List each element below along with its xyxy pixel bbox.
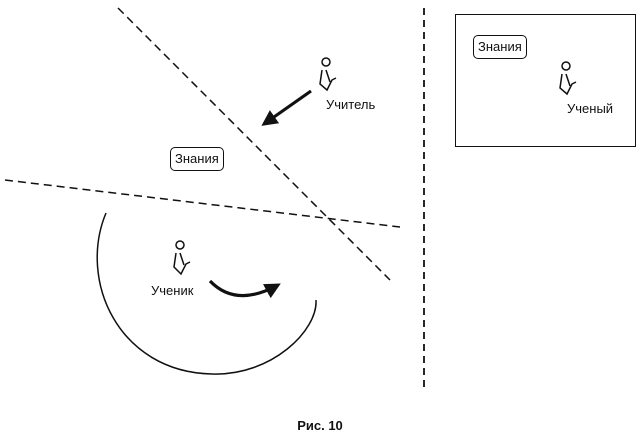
scientist-label: Ученый [567, 101, 614, 116]
student-figure-icon [173, 240, 191, 276]
scientist-figure-icon [559, 61, 577, 96]
figure-caption: Рис. 10 [297, 418, 343, 433]
scientist-frame [455, 14, 636, 147]
knowledge-box-right: Знания [473, 35, 527, 59]
dashed-diagonal-line [117, 7, 391, 281]
teacher-arrow [261, 89, 312, 126]
knowledge-box-left: Знания [170, 147, 224, 171]
teacher-figure-icon [319, 57, 337, 92]
student-label: Ученик [151, 283, 194, 298]
teacher-label: Учитель [326, 97, 376, 112]
student-arc [96, 212, 317, 375]
dashed-horizontal-line [4, 179, 401, 228]
student-curved-arrow [208, 279, 281, 299]
